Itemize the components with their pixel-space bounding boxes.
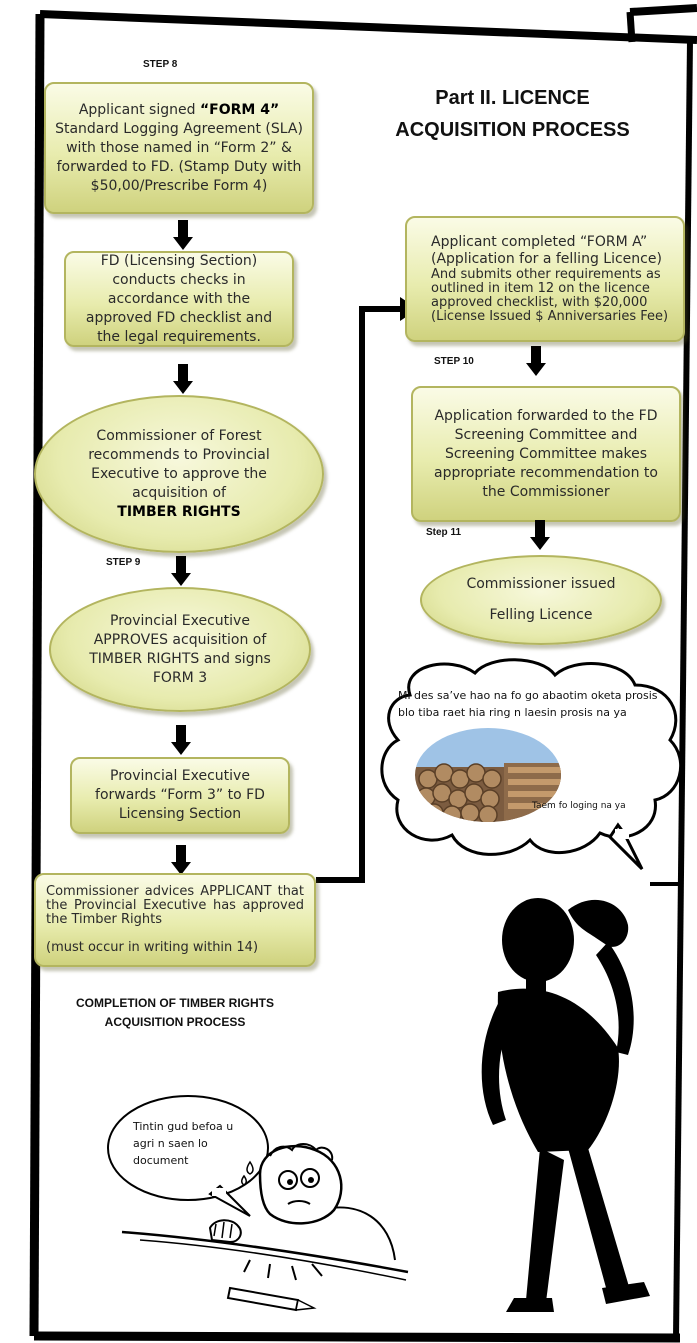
form4-box: Applicant signed “FORM 4” Standard Loggi…: [44, 82, 314, 214]
thinking-man-figure: [481, 882, 680, 1312]
arrow-down-icon: [171, 556, 191, 586]
arrow-down-icon: [530, 520, 550, 550]
form-a-line3: And submits other requirements as outlin…: [431, 267, 669, 324]
fd-checks-text: FD (Licensing Section) conducts checks i…: [85, 252, 273, 345]
form-a-line1: Applicant completed “FORM A”: [431, 234, 648, 250]
commissioner-recommends-text: Commissioner of Forest recommends to Pro…: [88, 427, 270, 501]
form-a-line2: (Application for a felling Licence): [431, 251, 662, 267]
worried-cartoon-figure: [121, 1143, 409, 1312]
speech-bubble: [107, 1095, 269, 1217]
timber-rights-bold: TIMBER RIGHTS: [117, 503, 241, 520]
arrow-down-icon: [173, 220, 193, 250]
felling-licence-line2: Felling Licence: [489, 607, 593, 623]
felling-licence-line1: Commissioner issued: [466, 576, 616, 592]
form4-box-pre: Applicant signed: [78, 101, 200, 118]
commissioner-advices-box: Commissioner advices APPLICANT that the …: [34, 873, 316, 967]
form3-forward-text: Provincial Executive forwards “Form 3” t…: [95, 768, 265, 822]
step-11-label: Step 11: [426, 527, 462, 538]
speech-text: Tintin gud befoa u agri n saen lo docume…: [133, 1120, 234, 1167]
page-title: Part II. LICENCE ACQUISITION PROCESS: [395, 82, 630, 146]
form4-box-line: Applicant signed “FORM 4”: [79, 101, 279, 120]
form4-box-rest: Standard Logging Agreement (SLA) with th…: [55, 120, 303, 194]
page-title-line2: ACQUISITION PROCESS: [395, 119, 630, 141]
arrow-down-icon: [171, 845, 191, 875]
provincial-approves-oval: Provincial Executive APPROVES acquisitio…: [49, 587, 311, 712]
step-10-label: STEP 10: [434, 356, 474, 367]
logs-caption: Taem fo loging na ya: [532, 801, 626, 811]
form3-forward-box: Provincial Executive forwards “Form 3” t…: [70, 757, 290, 834]
commissioner-advices-note: (must occur in writing within 14): [46, 940, 259, 955]
step-8-label: STEP 8: [143, 59, 178, 70]
arrow-down-icon: [526, 346, 546, 376]
form-a-box: Applicant completed “FORM A” (Applicatio…: [405, 216, 685, 342]
completion-caption-line1: COMPLETION OF TIMBER RIGHTS: [76, 996, 274, 1010]
screening-committee-text: Application forwarded to the FD Screenin…: [434, 407, 658, 500]
page-title-line1: Part II. LICENCE: [435, 87, 590, 109]
commissioner-recommends-oval: Commissioner of Forest recommends to Pro…: [34, 395, 324, 553]
commissioner-advices-text: Commissioner advices APPLICANT that the …: [46, 884, 304, 927]
arrow-down-icon: [173, 364, 193, 394]
cloud-text: Mi des sa’ve hao na fo go abaotim oketa …: [398, 689, 658, 719]
provincial-approves-text: Provincial Executive APPROVES acquisitio…: [89, 612, 271, 686]
felling-licence-oval: Commissioner issued Felling Licence: [420, 555, 662, 645]
form4-box-bold: “FORM 4”: [199, 101, 280, 118]
arrow-down-icon: [171, 725, 191, 755]
fd-checks-box: FD (Licensing Section) conducts checks i…: [64, 251, 294, 347]
completion-caption: COMPLETION OF TIMBER RIGHTS ACQUISITION …: [40, 994, 310, 1032]
completion-caption-line2: ACQUISITION PROCESS: [104, 1015, 246, 1029]
logs-photo: [415, 728, 561, 822]
screening-committee-box: Application forwarded to the FD Screenin…: [411, 386, 681, 522]
step-9-label: STEP 9: [106, 557, 141, 568]
